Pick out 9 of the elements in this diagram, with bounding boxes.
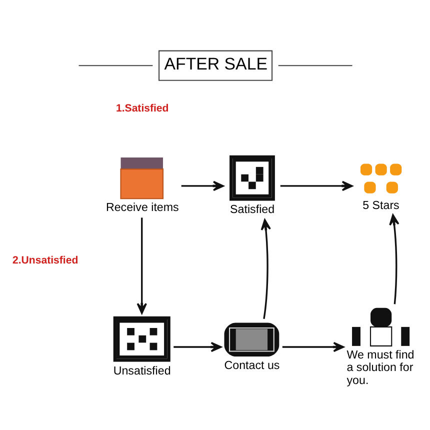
node-label: 5 Stars: [362, 198, 400, 212]
node-label: Satisfied: [230, 203, 275, 216]
diagram-title: AFTER SALE: [164, 54, 268, 74]
node-label: Unsatisfied: [113, 364, 171, 378]
node-label: Contact us: [224, 358, 280, 372]
label: 1.Satisfied: [116, 102, 169, 115]
node-label: We must find a solution for you.: [346, 348, 414, 387]
label: 2.Unsatisfied: [12, 254, 78, 267]
node-label: Receive items: [106, 201, 179, 214]
